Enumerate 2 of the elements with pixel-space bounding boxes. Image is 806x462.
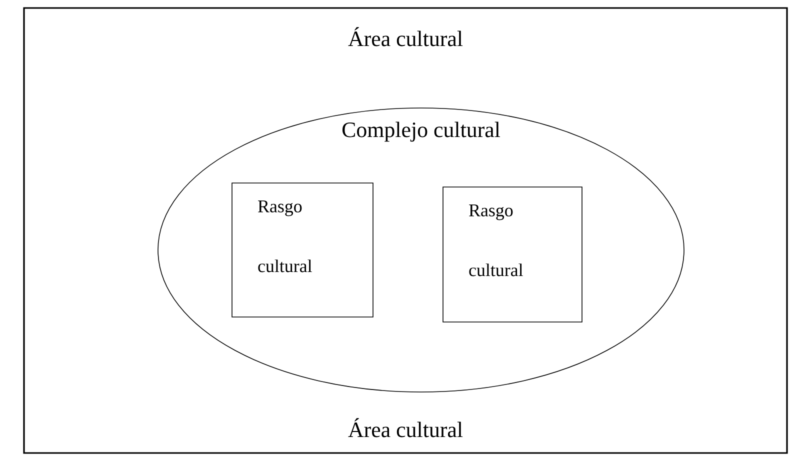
trait-box: Rasgo cultural (232, 182, 374, 318)
trait-box: Rasgo cultural (442, 186, 582, 322)
